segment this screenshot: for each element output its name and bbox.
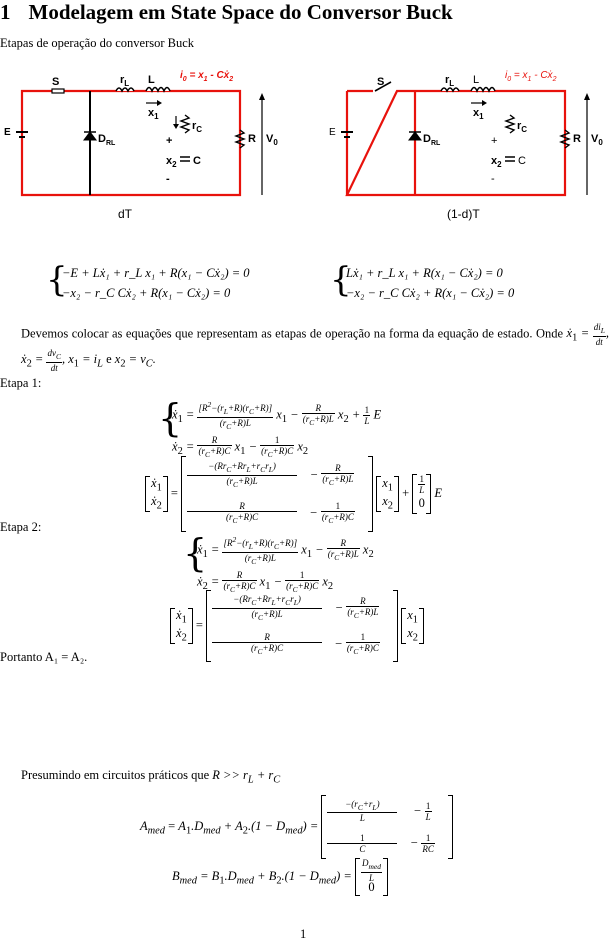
svg-text:rC: rC xyxy=(192,120,202,134)
svg-text:i0 = x1 - Cẋ2: i0 = x1 - Cẋ2 xyxy=(505,70,557,83)
svg-text:V0: V0 xyxy=(266,133,278,147)
svg-text:x1: x1 xyxy=(473,107,484,121)
svg-text:L: L xyxy=(148,74,155,86)
section-number: 1 xyxy=(0,0,11,24)
section-title: Modelagem em State Space do Conversor Bu… xyxy=(28,0,453,24)
circuit-right-labels: S rL L x1 i0 = x1 - Cẋ2 rC + x2 C - E DR… xyxy=(329,70,603,185)
equation-set-1: { −E + Lẋ₁ + r_L x₁ + R(x₁ − Cẋ₂) = 0 −x… xyxy=(46,260,250,300)
svg-text:+: + xyxy=(166,135,172,147)
svg-text:-: - xyxy=(166,173,170,185)
svg-text:E: E xyxy=(4,127,11,138)
svg-text:DRL: DRL xyxy=(423,133,441,147)
section-heading: 1 Modelagem em State Space do Conversor B… xyxy=(0,0,453,25)
svg-text:V0: V0 xyxy=(591,133,603,147)
portanto-text: Portanto A₁ = A₂. xyxy=(0,650,88,664)
svg-text:C: C xyxy=(518,155,526,167)
etapa1-system: { ẋ1 = [R2−(rL+R)(rC+R)](rC+R)L x1 − R(r… xyxy=(158,396,382,459)
svg-text:rC: rC xyxy=(517,120,527,134)
eq-set1-line1: −E + Lẋ₁ + r_L x₁ + R(x₁ − Cẋ₂) = 0 xyxy=(62,266,250,280)
svg-text:S: S xyxy=(377,76,384,88)
svg-text:R: R xyxy=(248,133,256,145)
presumindo-text: Presumindo em circuitos práticos que R >… xyxy=(21,768,281,786)
svg-text:rL: rL xyxy=(445,74,454,88)
svg-text:x2: x2 xyxy=(166,155,177,169)
svg-text:DRL: DRL xyxy=(98,133,116,147)
switch-label: S xyxy=(52,76,59,88)
svg-text:x1: x1 xyxy=(148,107,159,121)
caption-dT: dT xyxy=(118,207,133,221)
etapa2-label: Etapa 2: xyxy=(0,520,42,534)
svg-text:x2: x2 xyxy=(491,155,502,169)
eq-set2-line2: −x₂ − r_C Cẋ₂ + R(x₁ − Cẋ₂) = 0 xyxy=(346,286,515,300)
circuit-diagrams: S rL L x1 i0 = x1 - Cẋ2 rC + x2 C - E DR… xyxy=(4,70,603,221)
svg-text:+: + xyxy=(491,135,497,147)
svg-text:i0 = x1 - Cẋ2: i0 = x1 - Cẋ2 xyxy=(180,70,233,83)
svg-text:-: - xyxy=(491,173,495,185)
svg-text:L: L xyxy=(473,74,479,86)
svg-text:rL: rL xyxy=(120,74,129,88)
etapa1-label: Etapa 1: xyxy=(0,376,42,390)
eq-set2-line1: Lẋ₁ + r_L x₁ + R(x₁ − Cẋ₂) = 0 xyxy=(346,266,503,280)
svg-text:C: C xyxy=(193,155,201,167)
intro-text: Etapas de operação do conversor Buck xyxy=(0,36,195,50)
a-med-equation: Amed = A1.Dmed + A2.(1 − Dmed) = −(rC+rL… xyxy=(140,795,454,859)
eq-set1-line2: −x₂ − r_C Cẋ₂ + R(x₁ − Cẋ₂) = 0 xyxy=(62,286,231,300)
caption-1-dT: (1-d)T xyxy=(447,207,480,221)
etapa2-system: { ẋ1 = [R2−(rL+R)(rC+R)](rC+R)L x1 − R(r… xyxy=(183,531,374,594)
circuit-left xyxy=(16,86,265,197)
svg-text:E: E xyxy=(329,127,336,138)
page-number: 1 xyxy=(300,927,307,941)
svg-text:R: R xyxy=(573,133,581,145)
equation-set-2: { Lẋ₁ + r_L x₁ + R(x₁ − Cẋ₂) = 0 −x₂ − r… xyxy=(330,260,515,300)
circuit-right xyxy=(341,81,590,197)
circuit-left-labels: S rL L x1 i0 = x1 - Cẋ2 rC + x2 C - E DR… xyxy=(4,70,278,185)
paragraph: Devemos colocar as equações que represen… xyxy=(21,322,609,373)
